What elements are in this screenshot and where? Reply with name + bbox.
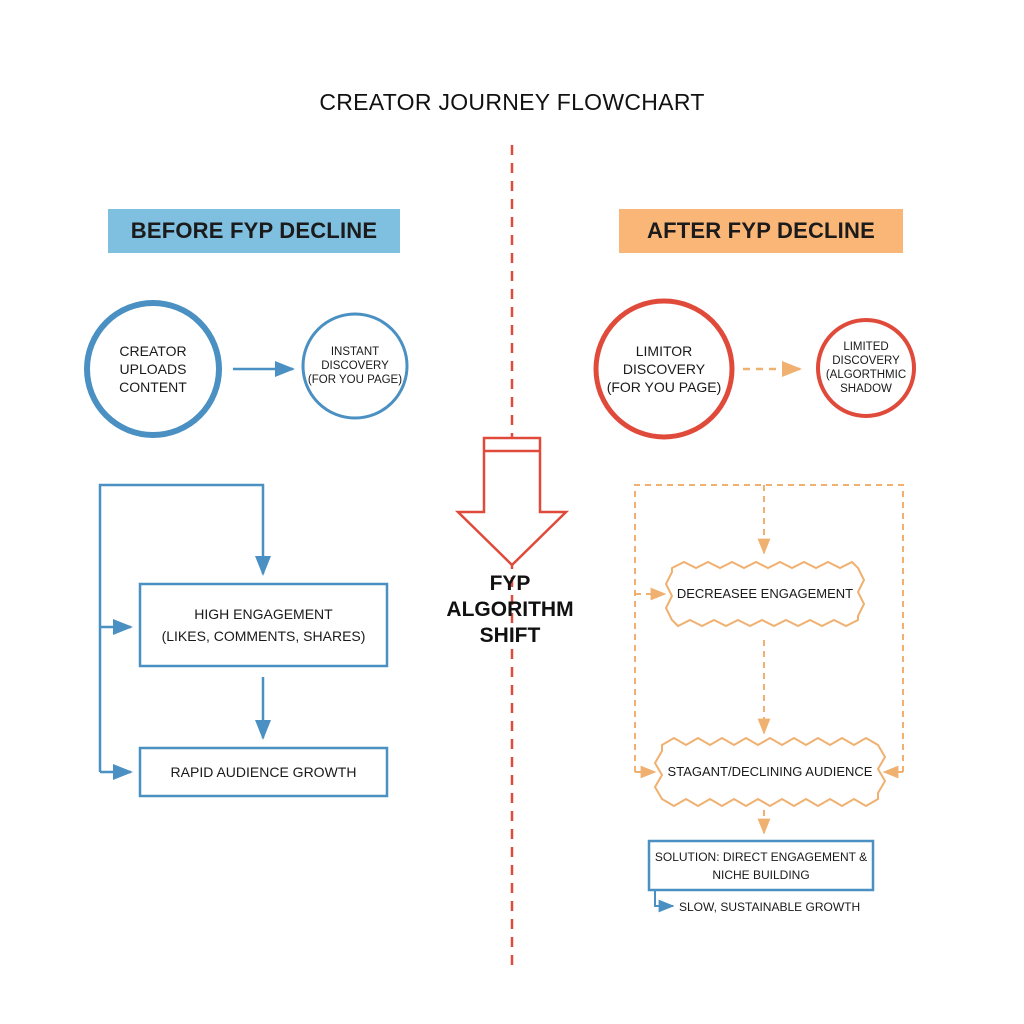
before-banner: BEFORE FYP DECLINE [108,209,400,253]
limited-line-3: (ALGORTHMIC [825,369,907,381]
instant-line-3: (FOR YOU PAGE) [307,374,403,386]
limitor-line-3: (FOR YOU PAGE) [606,379,722,395]
after-feedback-loop [634,484,904,772]
shift-down-arrow [454,436,570,567]
solution-line-1: SOLUTION: DIRECT ENGAGEMENT & [654,849,868,864]
limited-line-1: LIMITED [843,341,889,353]
stagnant-audience-label: STAGANT/DECLINING AUDIENCE [667,764,873,779]
creator-line-2: UPLOADS [119,361,187,377]
limited-line-4: SHADOW [840,383,892,395]
algorithm-shift-label: FYP ALGORITHM SHIFT [430,568,590,652]
stagnant-audience-zigzag [653,736,887,808]
solution-box [647,839,875,892]
engagement-line-2: (LIKES, COMMENTS, SHARES) [161,628,366,644]
rapid-growth-label: RAPID AUDIENCE GROWTH [170,764,357,780]
slow-growth-label: SLOW, SUSTAINABLE GROWTH [679,900,861,914]
limited-discovery-label: LIMITED DISCOVERY (ALGORTHMIC SHADOW [824,336,908,400]
creator-line-3: CONTENT [119,379,187,395]
high-engagement-box [138,582,389,668]
high-engagement-label: HIGH ENGAGEMENT (LIKES, COMMENTS, SHARES… [140,584,387,666]
shift-line-1: FYP [489,572,531,595]
decreased-engagement-zigzag [664,560,866,628]
limitor-line-2: DISCOVERY [622,361,706,377]
creator-uploads-circle [84,300,222,438]
solution-line-2: NICHE BUILDING [712,867,810,882]
instant-discovery-label: INSTANT DISCOVERY (FOR YOU PAGE) [306,338,404,394]
instant-line-2: DISCOVERY [321,360,389,372]
shift-line-2: ALGORITHM [446,598,574,621]
creator-uploads-label: CREATOR UPLOADS CONTENT [93,329,213,409]
creator-line-1: CREATOR [119,343,187,359]
before-feedback-loop [98,483,271,772]
rapid-growth-box [138,746,389,798]
instant-discovery-circle [301,312,409,420]
limited-discovery-circle [816,318,916,418]
limited-line-2: DISCOVERY [832,355,900,367]
page-title: CREATOR JOURNEY FLOWCHART [319,88,705,115]
shift-line-3: SHIFT [479,624,541,647]
decreased-engagement-label: DECREASEE ENGAGEMENT [676,586,854,601]
instant-line-1: INSTANT [330,346,380,358]
engagement-line-1: HIGH ENGAGEMENT [194,606,333,622]
solution-label: SOLUTION: DIRECT ENGAGEMENT & NICHE BUIL… [649,841,873,890]
solution-to-growth-arrow [654,890,675,913]
limitor-discovery-circle [593,298,735,440]
limitor-discovery-label: LIMITOR DISCOVERY (FOR YOU PAGE) [604,334,724,404]
after-banner: AFTER FYP DECLINE [619,209,903,253]
limitor-line-1: LIMITOR [635,343,693,359]
